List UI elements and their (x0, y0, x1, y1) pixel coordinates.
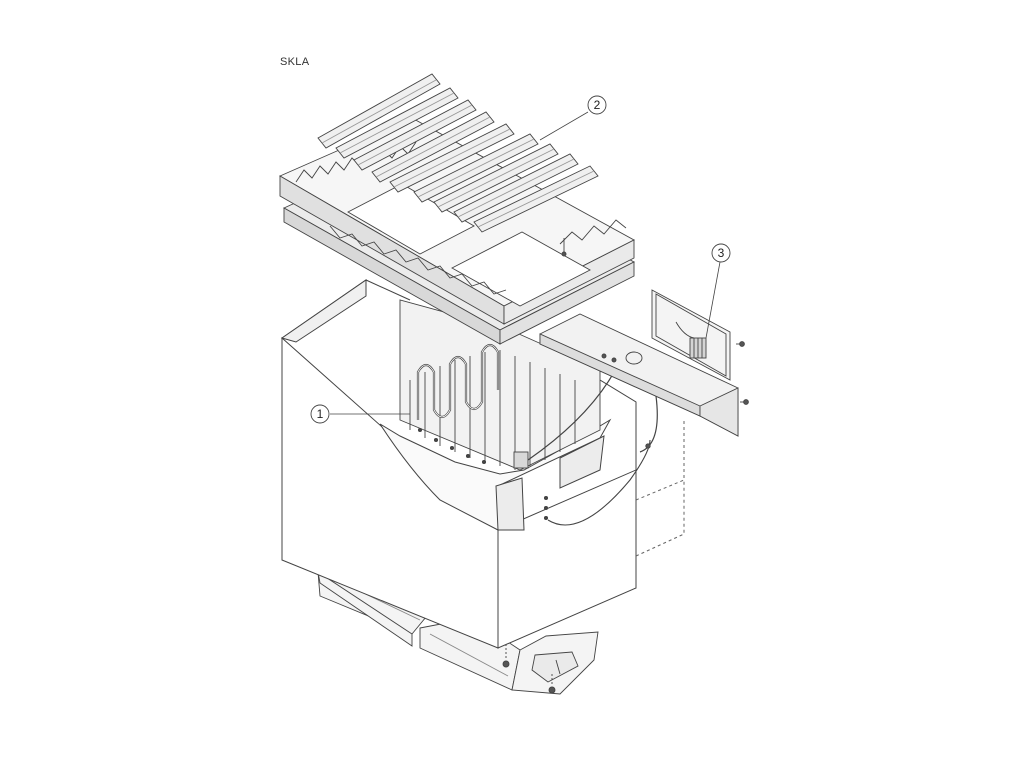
screw-bottom (502, 644, 556, 694)
heater-housing (280, 279, 685, 649)
callout-1: 1 (310, 404, 410, 424)
callout-2: 2 (539, 95, 607, 141)
diagram-title: SKLA (280, 56, 310, 68)
heating-element (399, 299, 658, 526)
control-box (539, 289, 749, 449)
base-bracket (531, 651, 579, 683)
callout-3: 3 (705, 243, 731, 339)
stone-grate-top (279, 73, 635, 345)
callout-2-label: 2 (594, 98, 601, 112)
callout-1-label: 1 (317, 407, 324, 421)
callout-3-label: 3 (718, 246, 725, 260)
